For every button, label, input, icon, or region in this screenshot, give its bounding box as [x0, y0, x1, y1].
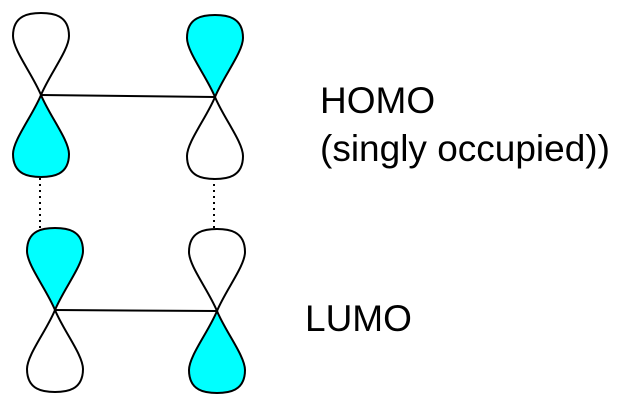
lumo-right-bottom-lobe — [187, 308, 247, 395]
lumo-bond-line — [54, 309, 218, 312]
lumo-left-top-lobe — [25, 226, 85, 313]
homo-left-top-lobe — [11, 11, 71, 98]
homo-label: HOMO — [320, 80, 436, 121]
homo-right-top-lobe — [185, 13, 245, 100]
homo-right-bottom-lobe — [185, 94, 245, 181]
homo-left-bottom-lobe — [11, 92, 71, 179]
homo-occupancy-note: (singly occupied)) — [320, 128, 610, 169]
lumo-label: LUMO — [305, 298, 412, 339]
lumo-left-bottom-lobe — [25, 307, 85, 394]
lumo-right-top-lobe — [187, 227, 247, 314]
homo-bond-line — [40, 94, 216, 98]
